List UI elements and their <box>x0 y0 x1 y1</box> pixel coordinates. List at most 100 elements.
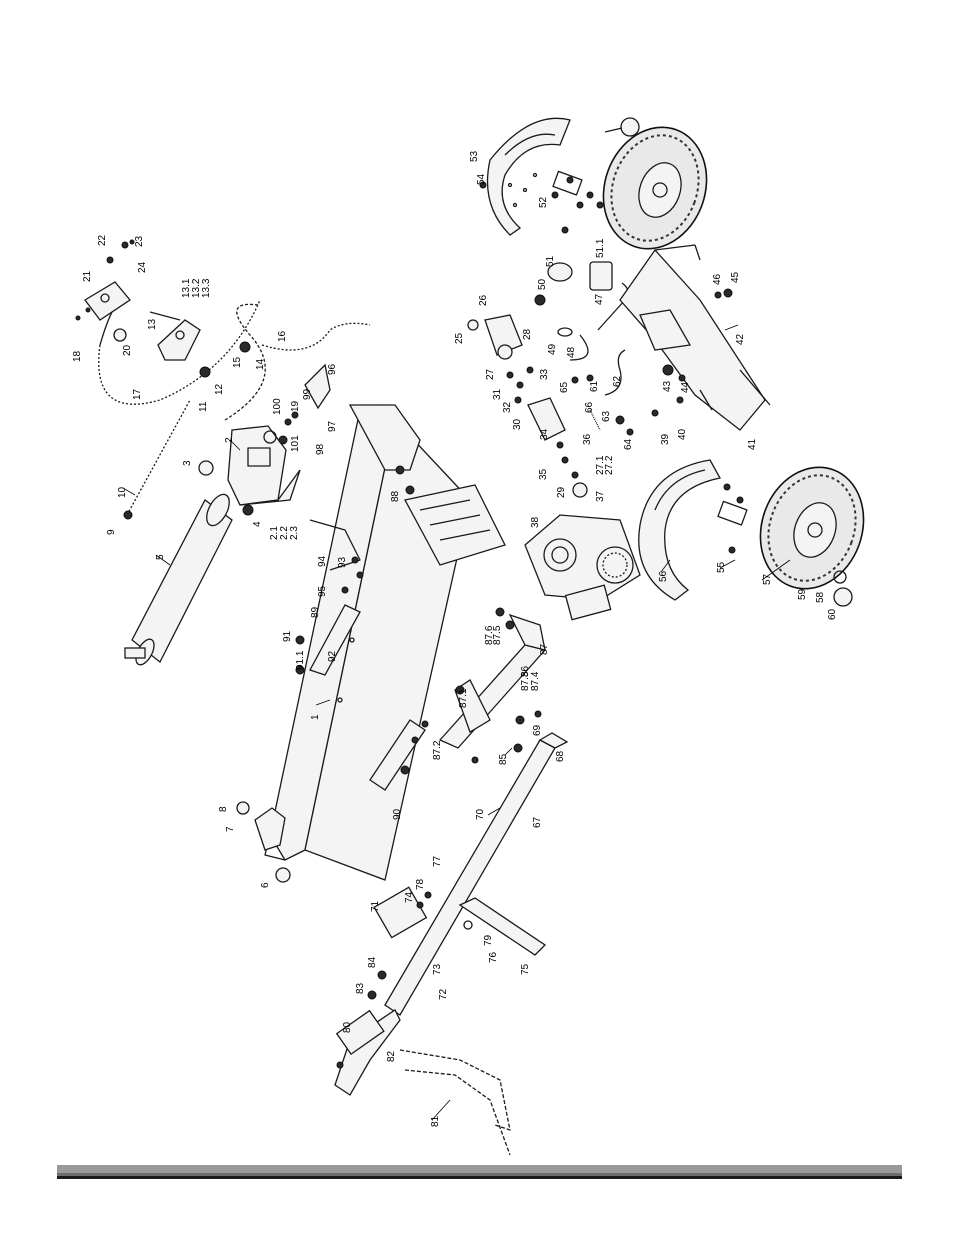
wheel-top <box>602 117 708 250</box>
part-label: 6 <box>260 882 271 888</box>
part-label: 26 <box>478 294 489 306</box>
part-label: 51 <box>545 255 556 267</box>
part-label: 56 <box>658 570 669 582</box>
part-label: 97 <box>327 420 338 432</box>
part-label: 67 <box>532 816 543 828</box>
part-label: 17 <box>132 388 143 400</box>
part-label: 20 <box>122 344 133 356</box>
hydraulic-cylinder <box>124 493 233 666</box>
part-label: 1 <box>310 714 321 720</box>
wedge-plate <box>404 484 506 566</box>
control-valve <box>149 311 201 361</box>
part-label: 65 <box>559 381 570 393</box>
part-label: 78 <box>415 878 426 890</box>
part-label: 52 <box>538 196 549 208</box>
part-label: 60 <box>827 608 838 620</box>
part-label: 13 <box>147 318 158 330</box>
beam-top-bracket <box>309 404 421 571</box>
part-label: 87.2 <box>432 740 443 760</box>
part-label: 11 <box>198 401 209 412</box>
part-label: 22 <box>97 234 108 246</box>
side-bracket-87 <box>438 613 547 749</box>
part-label: 10 <box>117 486 128 498</box>
part-label: 86 <box>520 665 531 677</box>
part-label: 19 <box>290 400 301 412</box>
part-label: 83 <box>355 982 366 994</box>
part-label: 71 <box>370 900 381 912</box>
part-label: 99 <box>302 388 313 400</box>
part-label: 18 <box>72 350 83 362</box>
part-label: 4 <box>252 521 263 527</box>
part-label: 41 <box>747 438 758 450</box>
part-label: 37 <box>595 490 606 502</box>
part-label: 27.1 <box>595 455 606 475</box>
part-label: 91 <box>282 630 293 642</box>
part-label: 80 <box>342 1021 353 1033</box>
part-label: 39 <box>660 433 671 445</box>
part-label: 87.6 <box>484 625 495 645</box>
part-label: 93 <box>337 556 348 568</box>
part-label: 75 <box>520 963 531 975</box>
part-label: 3 <box>182 460 193 466</box>
part-label: 85 <box>498 753 509 765</box>
part-label: 66 <box>584 401 595 413</box>
part-label: 27 <box>485 368 496 380</box>
part-label: 21 <box>82 270 93 282</box>
part-label: 47 <box>594 293 605 305</box>
part-label: 84 <box>367 956 378 968</box>
engine <box>524 514 641 621</box>
part-label: 32 <box>502 401 513 413</box>
part-label: 70 <box>475 808 486 820</box>
bracket-91 <box>309 604 426 791</box>
part-label: 72 <box>438 988 449 1000</box>
support-leg <box>458 897 547 956</box>
part-label: 44 <box>680 381 691 393</box>
hardware <box>75 176 744 1069</box>
part-label: 16 <box>277 330 288 342</box>
valve-block <box>227 425 301 506</box>
part-label: 87.3 <box>520 671 531 691</box>
part-label: 2.1 <box>269 526 280 540</box>
wheel-bottom <box>759 466 865 607</box>
part-label: 29 <box>556 486 567 498</box>
part-label: 82 <box>386 1050 397 1062</box>
pump-coupler <box>484 314 566 441</box>
part-label: 53 <box>469 150 480 162</box>
nipple-63 <box>589 409 601 431</box>
part-label: 2.3 <box>289 526 300 540</box>
part-label: 12 <box>214 383 225 395</box>
part-label: 62 <box>612 375 623 387</box>
part-label: 38 <box>530 516 541 528</box>
safety-chains <box>399 1049 511 1156</box>
part-label: 87 <box>539 643 550 655</box>
part-label: 57 <box>762 573 773 585</box>
part-label: 79 <box>483 934 494 946</box>
part-label: 9 <box>106 529 117 535</box>
leader-lines <box>122 324 791 1121</box>
part-label: 94 <box>317 555 328 567</box>
part-label: 51.1 <box>595 238 606 258</box>
bracket-21 <box>84 281 131 321</box>
part-label: 36 <box>582 433 593 445</box>
return-tube <box>604 349 626 396</box>
part-label: 45 <box>730 271 741 283</box>
part-label: 35 <box>538 468 549 480</box>
part-label: 13.2 <box>191 278 202 298</box>
tongue-frame <box>334 732 569 1096</box>
axle-frame <box>619 244 771 431</box>
part-label: 25 <box>454 332 465 344</box>
part-label: 101 <box>290 435 301 452</box>
part-label: 24 <box>137 261 148 273</box>
part-label: 88 <box>390 490 401 502</box>
part-label: 48 <box>566 346 577 358</box>
part-label: 81 <box>430 1115 441 1127</box>
part-label: 74 <box>404 891 415 903</box>
fender-bottom <box>638 459 748 601</box>
part-label: 87.4 <box>530 671 541 691</box>
part-label: 96 <box>327 363 338 375</box>
part-label: 87.1 <box>458 688 469 708</box>
part-label: 23 <box>134 235 145 247</box>
part-label: 98 <box>315 443 326 455</box>
guard-98 <box>304 363 331 410</box>
part-label: 34 <box>539 428 550 440</box>
